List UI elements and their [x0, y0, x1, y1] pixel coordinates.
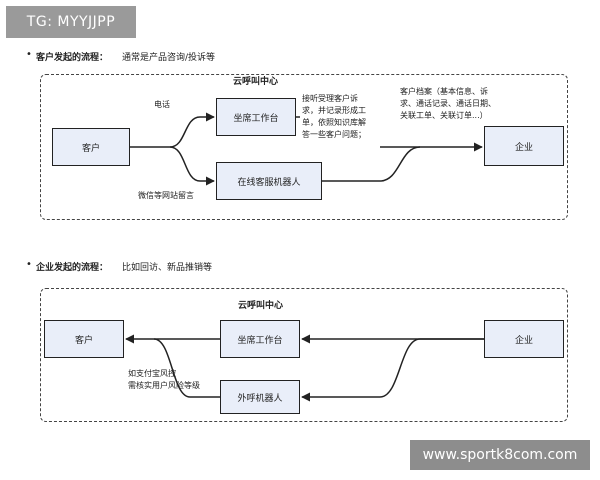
section1-company-node: 企业	[484, 126, 564, 166]
section2-desc: 比如回访、新品推销等	[122, 263, 213, 273]
section2-bullet: •	[26, 259, 32, 270]
s1-connector-to-agent	[169, 112, 215, 148]
section1-bot-node: 在线客服机器人	[216, 162, 322, 200]
section2-frame-title: 云呼叫中心	[238, 301, 284, 311]
section1-phone-label: 电话	[154, 100, 170, 109]
section1-heading: • 客户发起的流程： 通常是产品咨询/投诉等	[26, 49, 216, 63]
section2-risk-label: 如支付宝风控 需核实用户风险等级	[128, 369, 200, 390]
s1-connector-to-bot	[169, 146, 215, 186]
section2-frame	[40, 288, 568, 422]
section1-title: 客户发起的流程：	[36, 53, 109, 63]
section1-wechat-label: 微信等网站留言	[138, 191, 194, 200]
section2-customer-node: 客户	[44, 320, 124, 358]
section1-agent-note: 接听受理客户诉 求，并记录形成工 单，依照知识库解 答一些客户问题；	[302, 94, 366, 139]
s1-connector-bot-out	[322, 146, 421, 182]
section2-title: 企业发起的流程：	[36, 263, 109, 273]
section1-customer-node: 客户	[52, 128, 130, 166]
section1-frame-title: 云呼叫中心	[233, 77, 279, 87]
section1-agent-node: 坐席工作台	[216, 98, 296, 136]
tag-label: TG: MYYJJPP	[6, 6, 136, 38]
s2-connector-company-to-outbound	[301, 338, 484, 402]
section1-bullet: •	[26, 49, 32, 60]
watermark: www.sportk8com.com	[410, 440, 590, 470]
section2-agent-node: 坐席工作台	[220, 320, 300, 358]
section2-heading: • 企业发起的流程： 比如回访、新品推销等	[26, 259, 213, 273]
section2-company-node: 企业	[484, 320, 564, 358]
section2-outbound-node: 外呼机器人	[220, 380, 300, 414]
section1-archive-label: 客户档案（基本信息、诉 求、通话记录、通话日期、 关联工单、关联订单...）	[400, 87, 496, 120]
s2-connector-outbound-to-customer	[153, 338, 220, 398]
section1-desc: 通常是产品咨询/投诉等	[122, 53, 216, 63]
section1-frame	[40, 74, 568, 220]
